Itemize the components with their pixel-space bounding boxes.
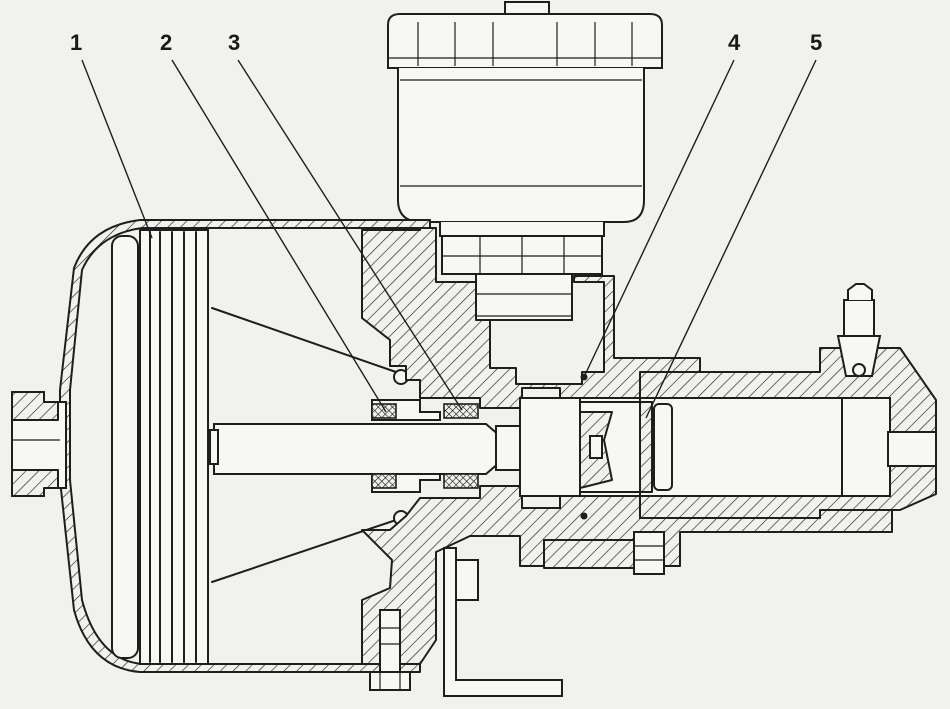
fluid-reservoir (387, 1, 663, 321)
leader-lines (81, 59, 817, 419)
booster-housing (11, 219, 431, 673)
callout-4: 4 (728, 30, 741, 55)
callout-5: 5 (810, 30, 823, 55)
leader-2 (171, 59, 387, 413)
callout-3: 3 (228, 30, 241, 55)
leader-3 (237, 59, 463, 411)
seals (371, 403, 479, 489)
callout-1: 1 (70, 30, 83, 55)
callout-2: 2 (160, 30, 173, 55)
master-cylinder (519, 283, 937, 520)
leader-5 (645, 59, 817, 419)
push-rod (209, 423, 521, 475)
leader-4 (583, 59, 735, 378)
mounting-hardware (369, 531, 665, 697)
piston-diaphragm (111, 229, 209, 665)
leader-1 (81, 59, 153, 239)
